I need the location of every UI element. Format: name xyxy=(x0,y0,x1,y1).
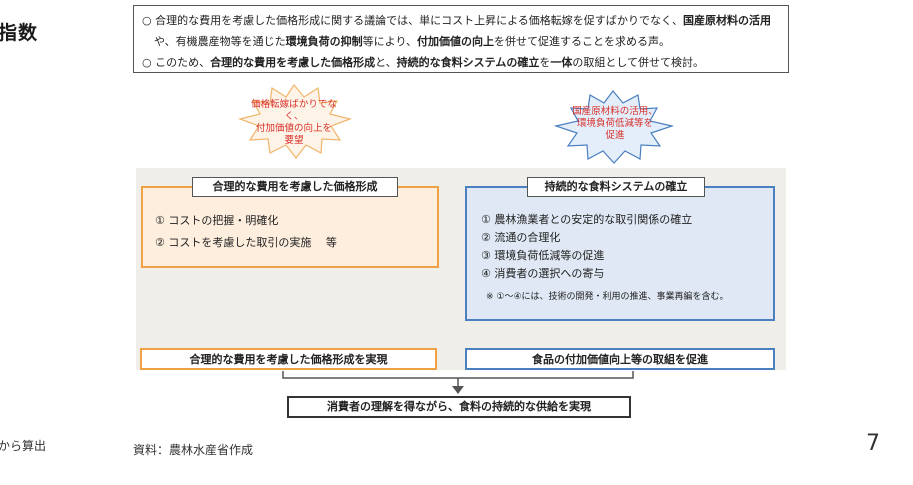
summary-emphasis: 一体 xyxy=(550,56,573,69)
food-system-item: ③ 環境負荷低減等の促進 xyxy=(481,249,605,262)
food-system-header: 持続的な食料システムの確立 xyxy=(527,177,705,197)
summary-text: と、 xyxy=(375,56,397,69)
food-system-item: ④ 消費者の選択への寄与 xyxy=(481,267,605,280)
price-formation-result: 合理的な費用を考慮した価格形成を実現 xyxy=(140,348,437,370)
summary-box: ○ 合理的な費用を考慮した価格形成に関する議論では、単にコスト上昇による価格転嫁… xyxy=(133,5,789,73)
summary-emphasis: 合理的な費用を考慮した価格形成 xyxy=(210,56,376,69)
summary-text: ○ 合理的な費用を考慮した価格形成に関する議論では、単にコスト上昇による価格転嫁… xyxy=(142,14,683,27)
summary-emphasis: 持続的な食料システムの確立 xyxy=(396,56,540,69)
burst-line: 国産原材料の活用、 xyxy=(572,106,658,117)
page-title-fragment: 指数 xyxy=(0,22,39,44)
food-system-box xyxy=(465,186,775,321)
price-formation-header: 合理的な費用を考慮した価格形成 xyxy=(192,177,398,197)
burst-line: 環境負荷低減等を xyxy=(576,118,653,129)
connector-left xyxy=(282,371,458,379)
summary-text: を xyxy=(539,56,551,69)
burst-line: 要望 xyxy=(284,135,304,146)
summary-emphasis: 環境負荷の抑制 xyxy=(285,35,363,48)
food-system-item: ② 流通の合理化 xyxy=(481,231,561,244)
burst-line: 価格転嫁ばかりでなく、 xyxy=(251,99,337,122)
food-system-result: 食品の付加価値向上等の取組を促進 xyxy=(465,348,775,370)
footnote-fragment: から算出 xyxy=(0,439,47,453)
food-system-note: ※ ①～④には、技術の開発・利用の推進、事業再編を含む。 xyxy=(486,292,729,302)
summary-text: 等により、 xyxy=(362,35,418,48)
final-outcome-box: 消費者の理解を得ながら、食料の持続的な供給を実現 xyxy=(287,396,631,418)
right-burst-shape xyxy=(553,90,675,164)
right-burst-text: 国産原材料の活用、 環境負荷低減等を 促進 xyxy=(561,106,669,142)
price-formation-box xyxy=(141,186,439,268)
summary-text: の取組として併せて検討。 xyxy=(572,56,705,69)
burst-line: 促進 xyxy=(605,130,625,141)
price-formation-item: ② コストを考慮した取引の実施 等 xyxy=(155,236,337,249)
food-system-item: ① 農林漁業者との安定的な取引関係の確立 xyxy=(481,213,693,226)
summary-text: を併せて促進することを求める声。 xyxy=(494,35,671,48)
summary-text: や、有機農産物等を通じた xyxy=(154,35,286,48)
connector-arrowhead xyxy=(452,386,464,394)
summary-line-2: や、有機農産物等を通じた環境負荷の抑制等により、付加価値の向上を併せて促進するこ… xyxy=(142,31,788,52)
page-number: 7 xyxy=(866,431,880,456)
summary-line-3: ○ このため、合理的な費用を考慮した価格形成と、持続的な食料システムの確立を一体… xyxy=(142,52,788,73)
summary-emphasis: 国産原材料の活用 xyxy=(682,14,771,27)
summary-text: ○ このため、 xyxy=(142,56,211,69)
connector-right xyxy=(458,371,634,379)
burst-line: 付加価値の向上を xyxy=(255,123,332,134)
left-burst-text: 価格転嫁ばかりでなく、 付加価値の向上を 要望 xyxy=(246,99,342,147)
source-caption: 資料：農林水産省作成 xyxy=(133,443,254,457)
summary-line-1: ○ 合理的な費用を考慮した価格形成に関する議論では、単にコスト上昇による価格転嫁… xyxy=(142,10,788,31)
left-burst-shape xyxy=(237,83,353,159)
summary-emphasis: 付加価値の向上 xyxy=(417,35,495,48)
price-formation-item: ① コストの把握・明確化 xyxy=(155,214,279,227)
